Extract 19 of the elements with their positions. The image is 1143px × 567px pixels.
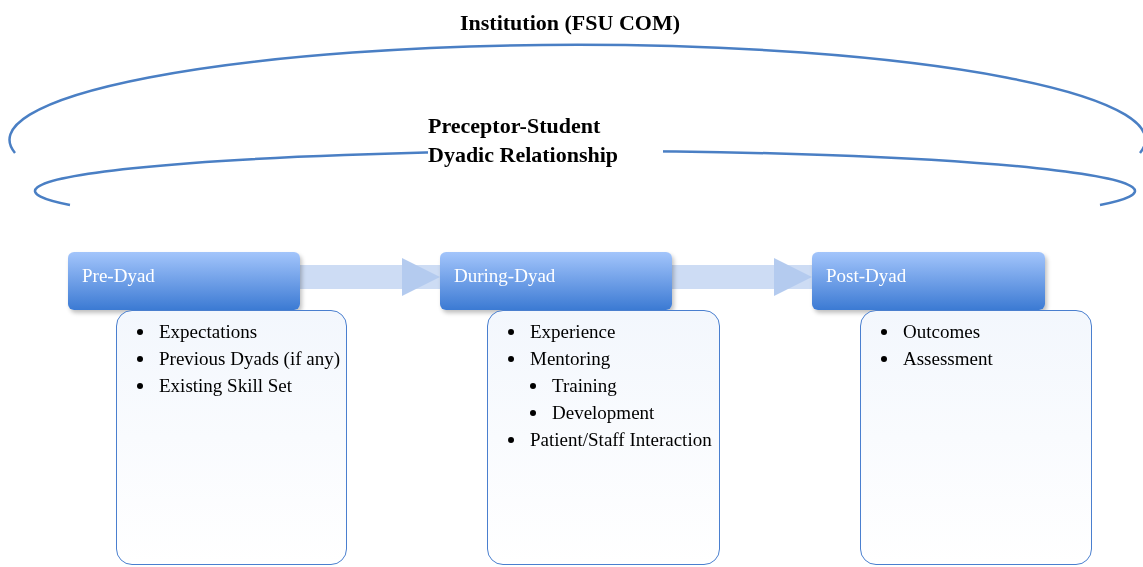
phase-header: Post-Dyad	[812, 252, 1045, 310]
bullet-item: Assessment	[903, 347, 993, 371]
bullet-list-box	[487, 310, 720, 565]
bullet-item: Training	[552, 374, 617, 398]
phase-header: During-Dyad	[440, 252, 672, 310]
bullet-list-box	[116, 310, 347, 565]
bullet-item: Patient/Staff Interaction	[530, 428, 712, 452]
block-arrow	[672, 257, 812, 297]
bullet-item: Development	[552, 401, 655, 425]
bullet-item: Existing Skill Set	[159, 374, 293, 398]
phase-header: Pre-Dyad	[68, 252, 300, 310]
bullet-item: Expectations	[159, 320, 258, 344]
bullet-item: Outcomes	[903, 320, 981, 344]
bullet-item: Mentoring	[530, 347, 611, 371]
arc-title: Institution (FSU COM)	[459, 9, 681, 37]
bullet-list-box	[860, 310, 1092, 565]
bullet-item: Previous Dyads (if any)	[159, 347, 340, 371]
bullet-item: Experience	[530, 320, 616, 344]
block-arrow	[300, 257, 440, 297]
